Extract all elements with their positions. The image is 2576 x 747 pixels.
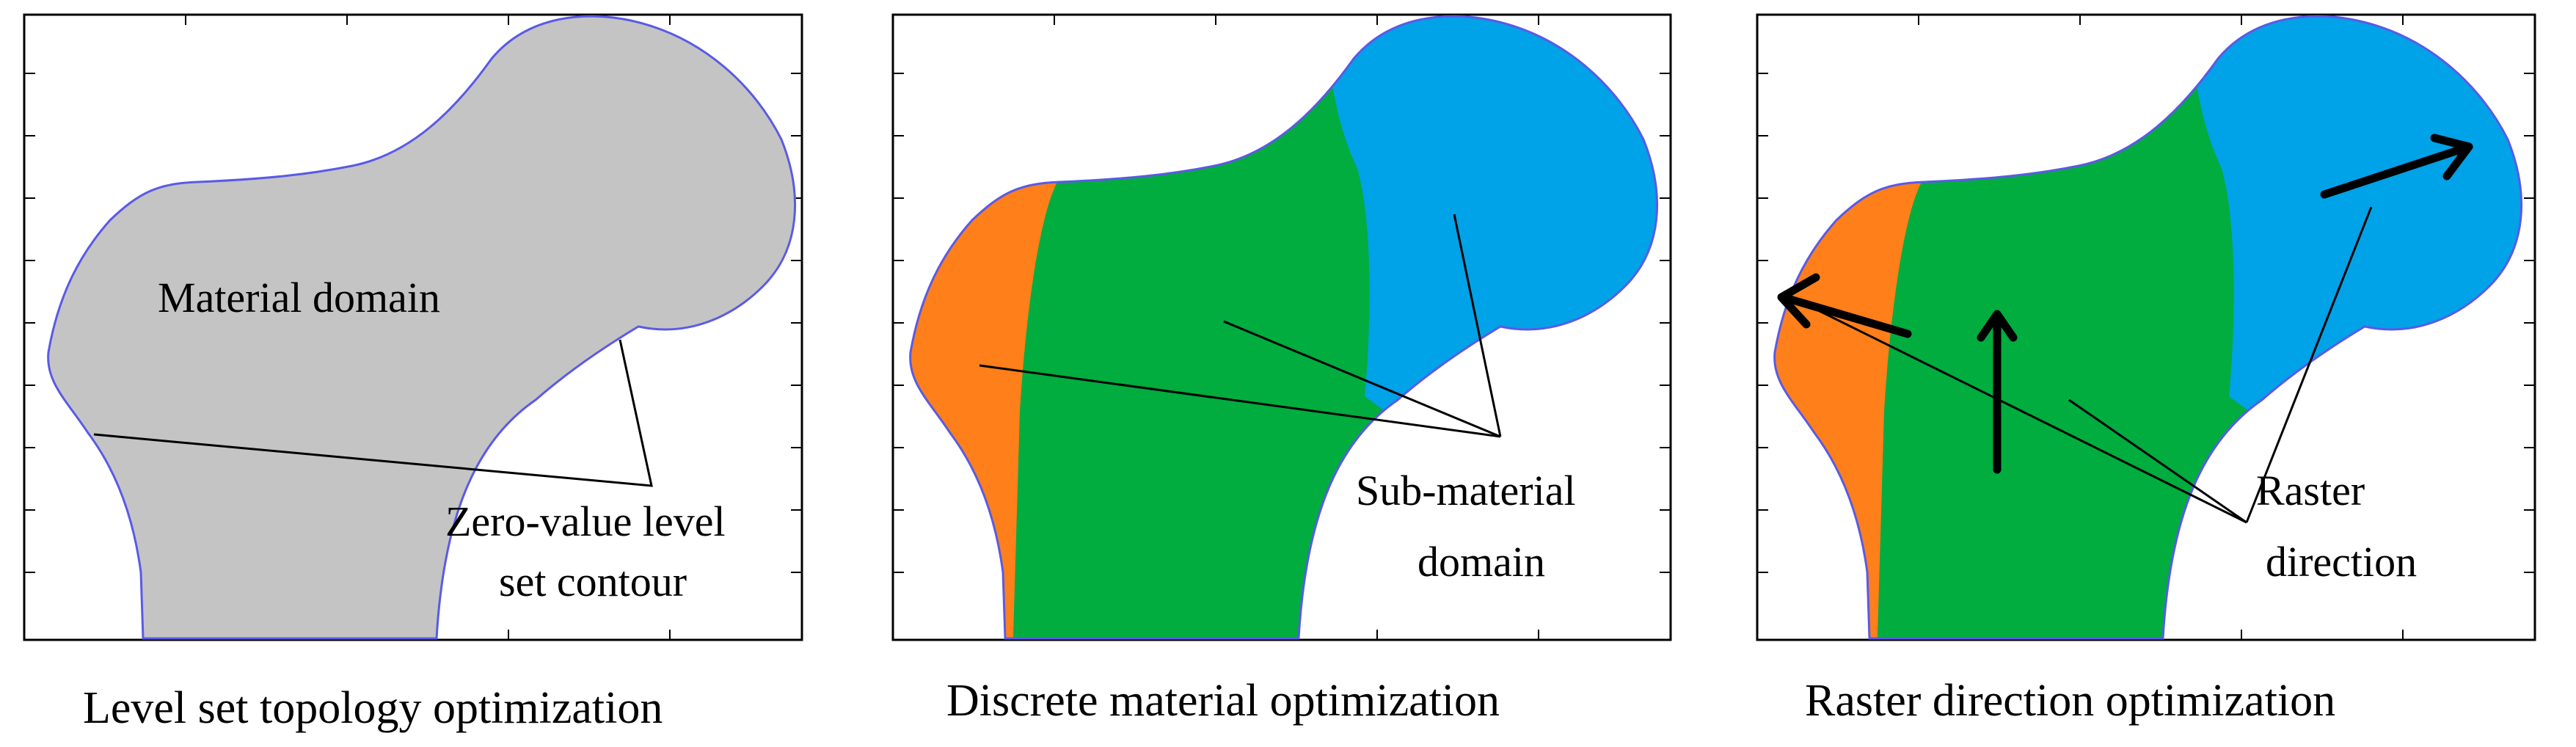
raster-arrow-orange (1777, 273, 1912, 338)
plot-frame (23, 13, 803, 641)
plot-frame (1756, 13, 2536, 641)
raster-arrow-green (1977, 310, 2018, 474)
caption-discrete-material: Discrete material optimization (946, 676, 1500, 726)
zero-level-label-line2: set contour (499, 558, 687, 605)
caption-raster-direction: Raster direction optimization (1805, 676, 2335, 726)
plot-frame (891, 13, 1672, 641)
zero-level-leader-line (93, 339, 653, 487)
panel-discrete-material: Sub-material domain Discrete material op… (891, 13, 1672, 726)
raster-arrow-blue (2320, 134, 2473, 199)
raster-label-line1: Raster (2256, 467, 2365, 514)
axis-ticks (893, 15, 1671, 640)
raster-label-line2: direction (2266, 538, 2417, 586)
raster-leader-lines (1810, 206, 2373, 524)
panel-level-set: Material domain Zero-value level set con… (23, 13, 803, 733)
zero-level-label-line1: Zero-value level (445, 498, 726, 545)
material-domain-label: Material domain (158, 274, 440, 321)
sub-material-leader-lines (979, 214, 1502, 438)
sub-material-regions (910, 16, 1657, 639)
panel-raster-direction: Raster direction Raster direction optimi… (1756, 13, 2536, 726)
sub-material-label-line1: Sub-material (1356, 467, 1576, 514)
sub-material-label-line2: domain (1417, 538, 1545, 586)
axis-ticks (24, 15, 802, 640)
caption-level-set: Level set topology optimization (83, 683, 663, 733)
